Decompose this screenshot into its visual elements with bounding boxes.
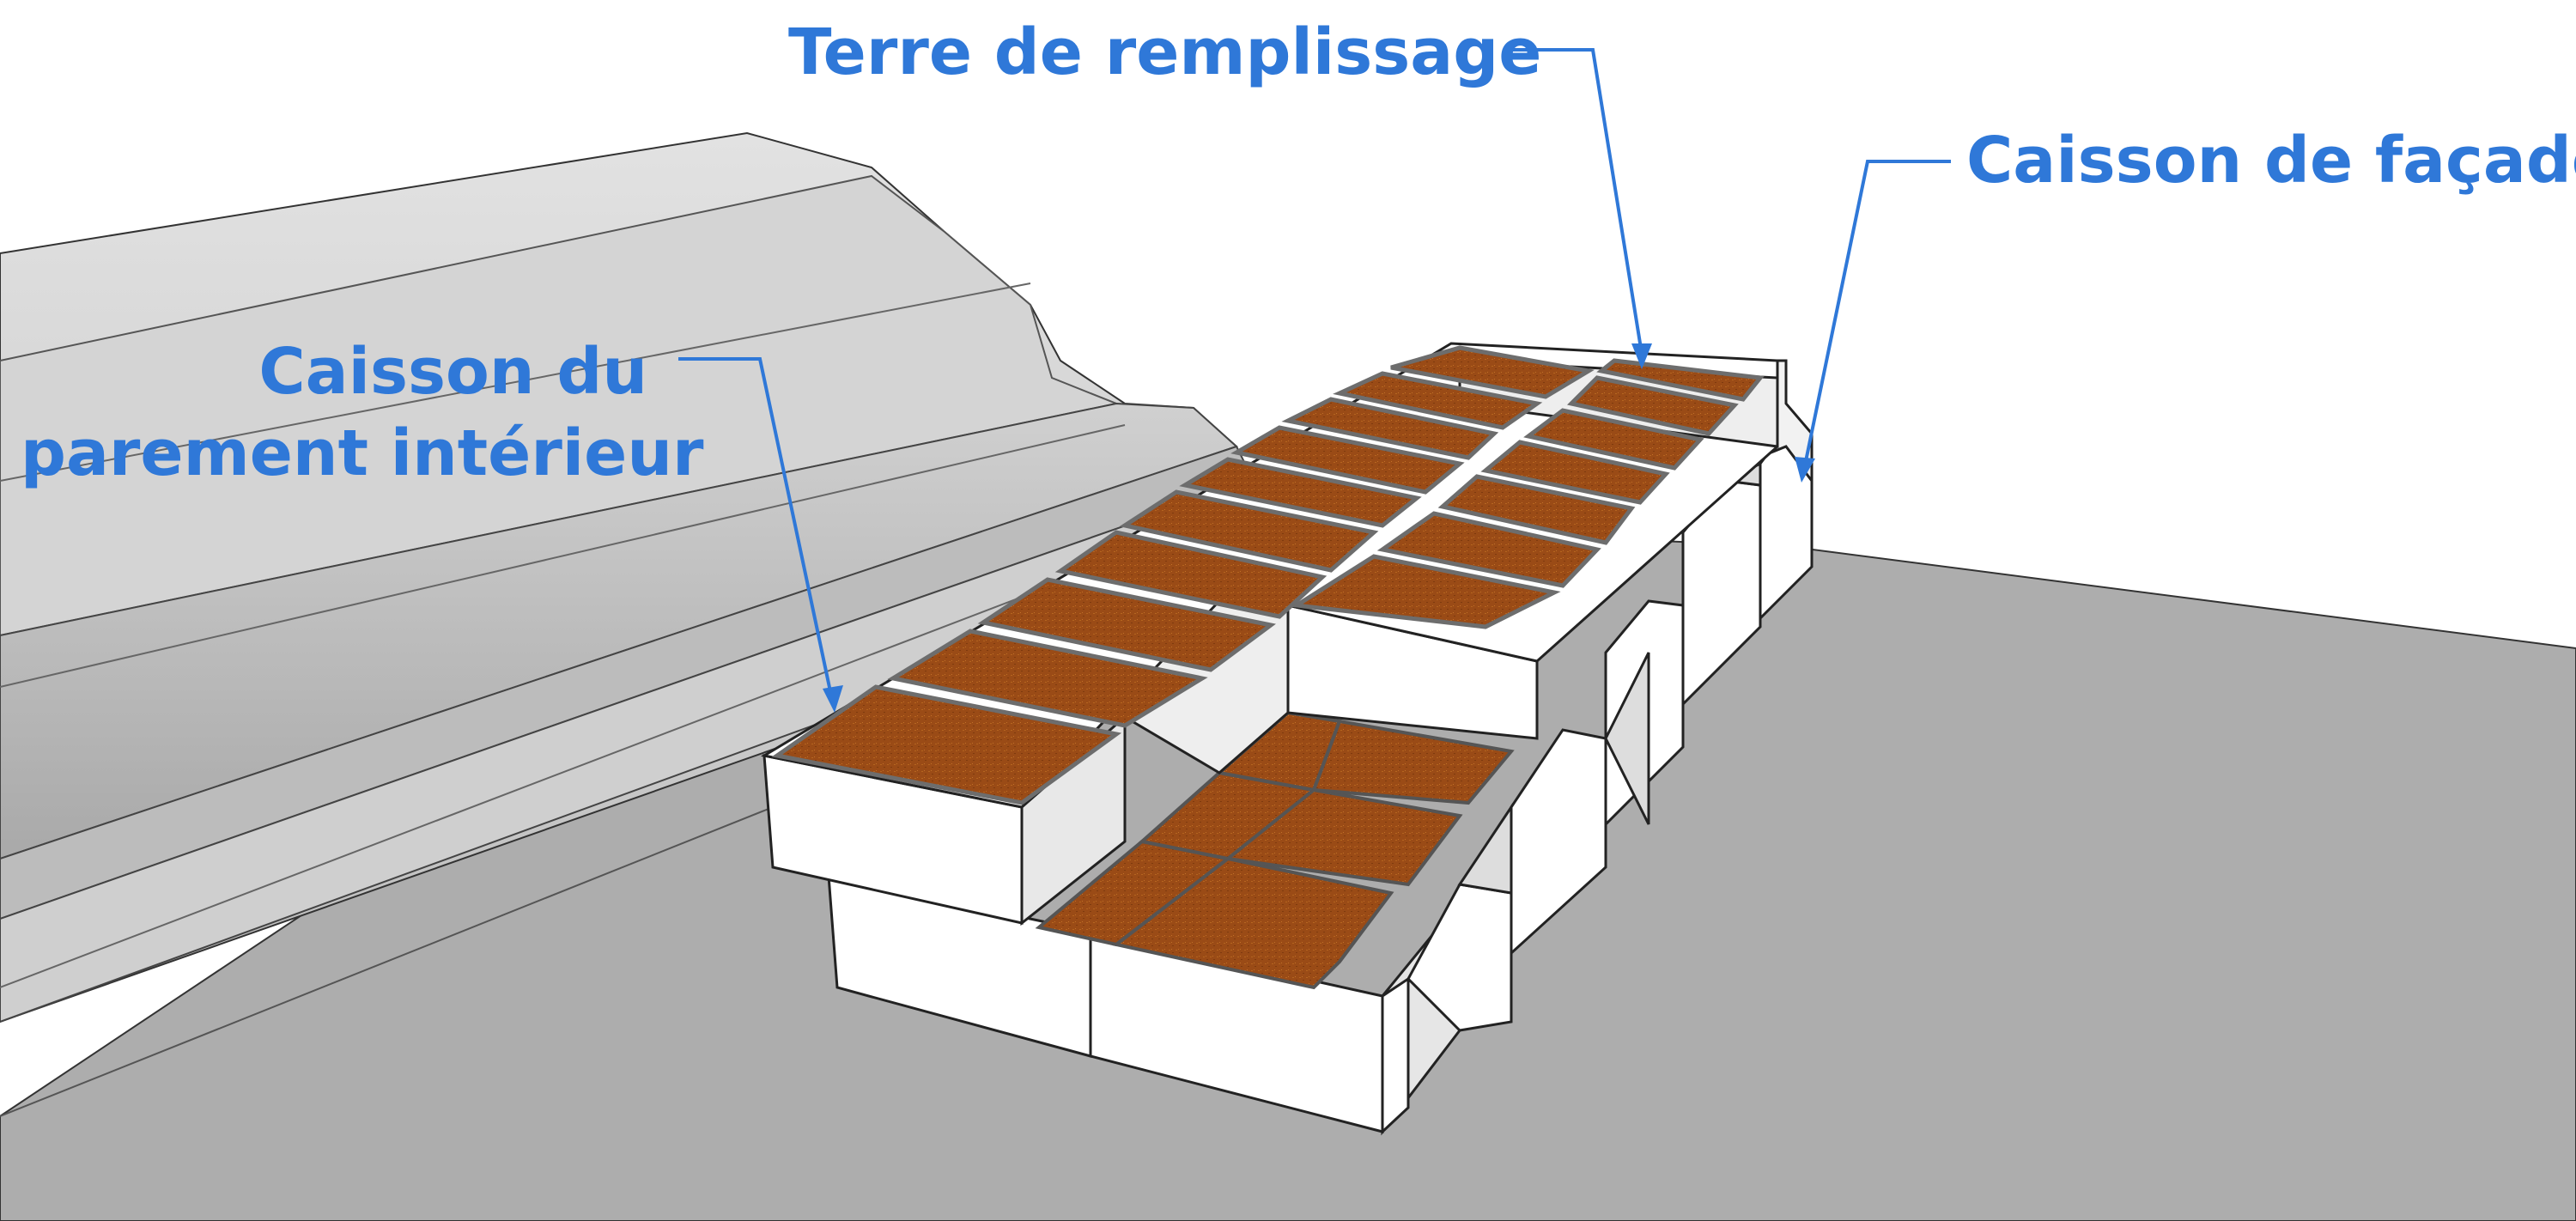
label-terre-de-remplissage: Terre de remplissage — [788, 15, 1542, 89]
existing-wall — [0, 131, 1255, 1117]
label-caisson-de-facade: Caisson de façade — [1966, 124, 2576, 197]
pointer-interieur — [678, 357, 843, 713]
label-caisson-parement-interieur: Caisson du parement intérieur — [21, 331, 704, 494]
label-interieur-line1: Caisson du — [258, 335, 647, 409]
label-interieur-line2: parement intérieur — [21, 416, 704, 490]
soil-upper — [771, 345, 1765, 805]
pointer-terre — [1507, 48, 1652, 369]
pointer-facade — [1795, 160, 1951, 483]
soil-lower — [1035, 710, 1515, 990]
caisson-facade-column — [1381, 359, 1814, 1135]
